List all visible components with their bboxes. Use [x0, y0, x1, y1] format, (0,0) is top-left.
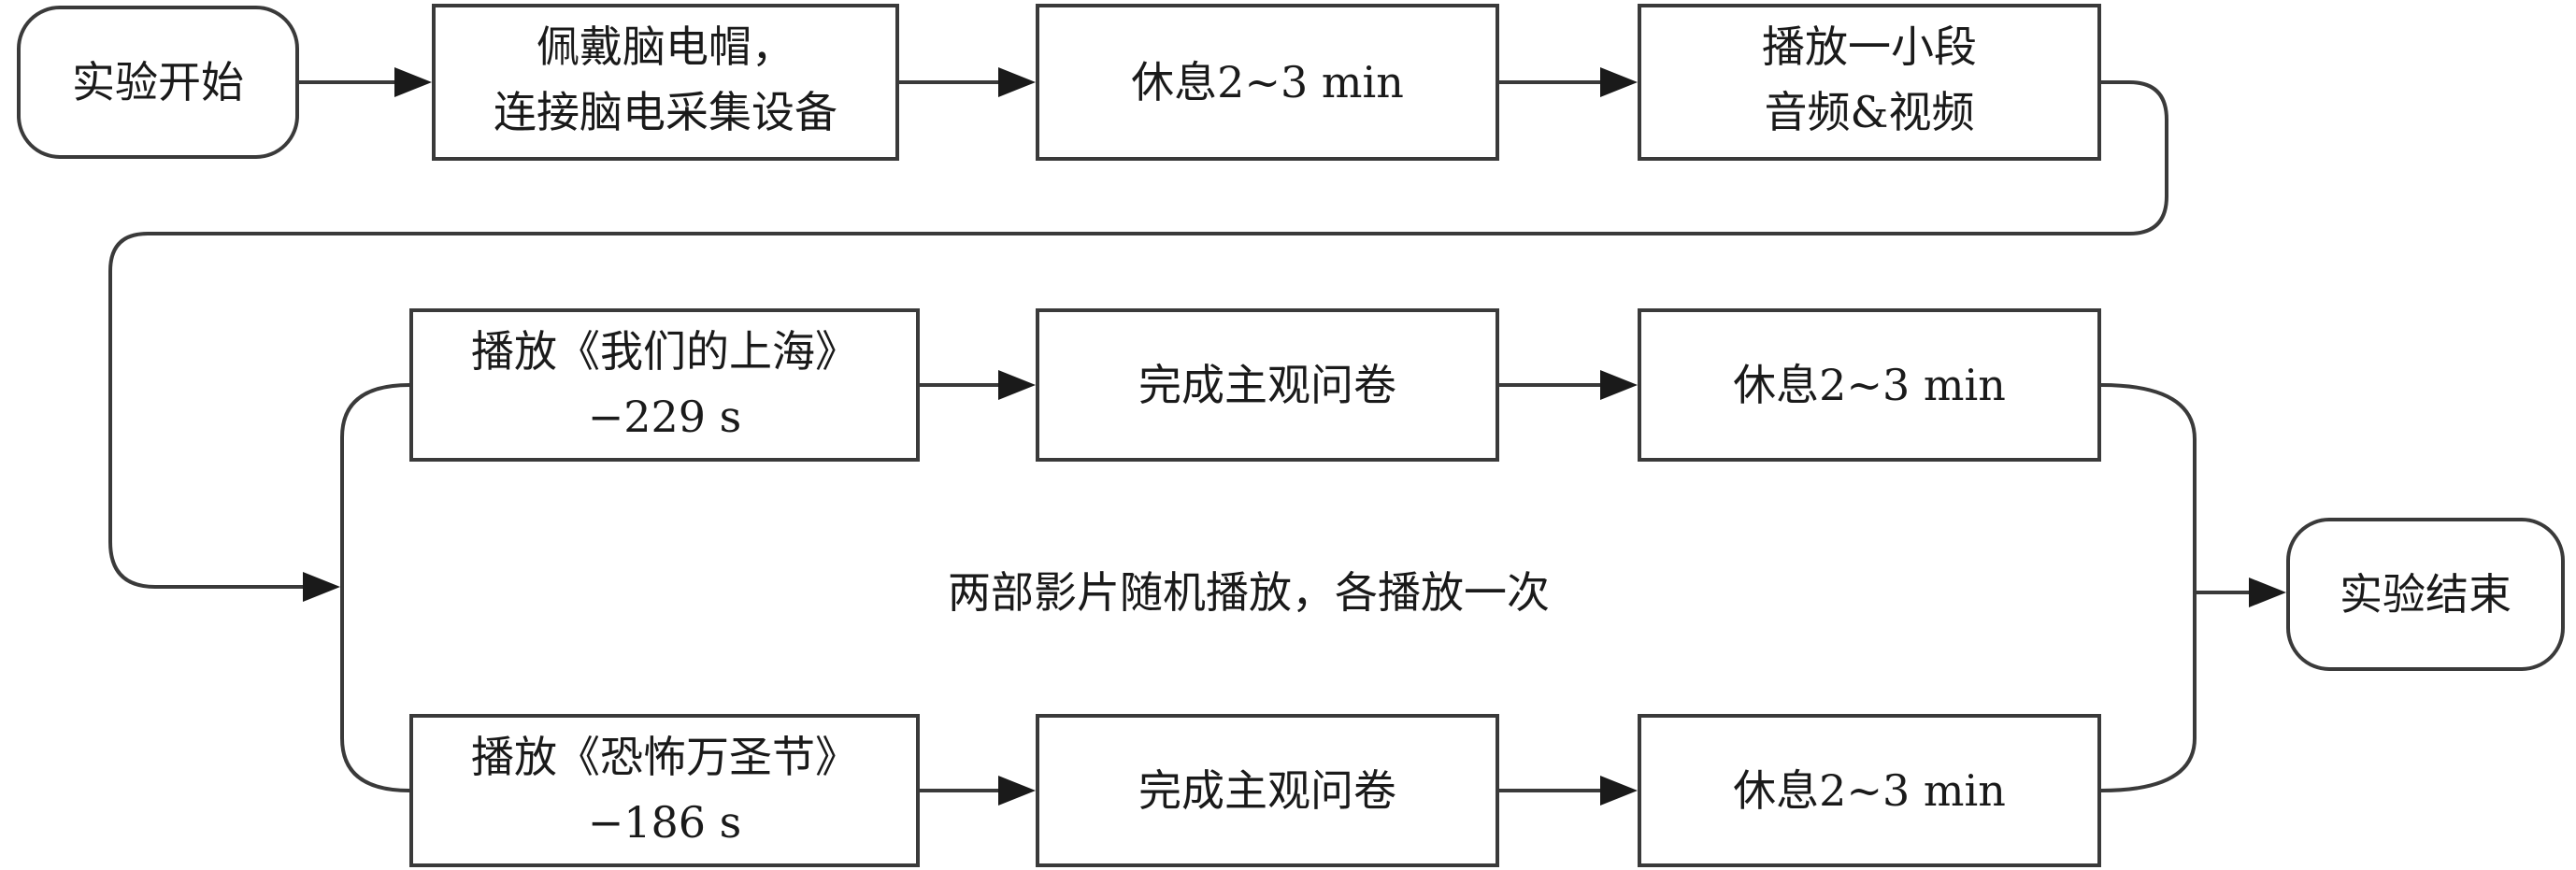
node-rest-1-label: 休息2~3 min	[1131, 57, 1404, 107]
arrowhead	[1600, 776, 1638, 806]
branch-annotation: 两部影片随机播放，各播放一次	[948, 567, 1550, 618]
node-play-clip: 播放一小段 音频&视频	[1638, 4, 2101, 161]
node-wear-cap-line-1: 佩戴脑电帽，	[537, 21, 794, 72]
edge-play-clip-to-branch	[108, 80, 2168, 589]
node-play-halloween-line-2: −186 s	[588, 797, 742, 848]
node-play-shanghai: 播放《我们的上海》 −229 s	[409, 308, 920, 462]
node-rest-3: 休息2~3 min	[1638, 714, 2101, 867]
node-wear-cap: 佩戴脑电帽， 连接脑电采集设备	[432, 4, 899, 161]
arrowhead	[303, 572, 340, 602]
nodes: 实验开始 佩戴脑电帽， 连接脑电采集设备 休息2~3 min 播放一小段 音频&…	[17, 4, 2565, 867]
node-rest-2: 休息2~3 min	[1638, 308, 2101, 462]
arrowhead	[998, 370, 1036, 400]
node-rest-3-label: 休息2~3 min	[1733, 765, 2006, 816]
arrowhead	[2249, 578, 2286, 607]
fork-brace	[340, 383, 410, 792]
node-questionnaire-2: 完成主观问卷	[1036, 714, 1499, 867]
node-start-label: 实验开始	[72, 57, 244, 107]
node-play-shanghai-line-2: −229 s	[588, 392, 742, 442]
arrowhead	[998, 776, 1036, 806]
node-questionnaire-1-label: 完成主观问卷	[1138, 360, 1396, 410]
node-play-shanghai-line-1: 播放《我们的上海》	[471, 326, 858, 377]
node-play-clip-line-1: 播放一小段	[1762, 21, 1977, 72]
node-play-clip-line-2: 音频&视频	[1765, 87, 1975, 137]
node-play-halloween-line-1: 播放《恐怖万圣节》	[471, 732, 858, 782]
node-wear-cap-line-2: 连接脑电采集设备	[494, 87, 837, 137]
join-brace	[2100, 383, 2197, 792]
node-rest-1: 休息2~3 min	[1036, 4, 1499, 161]
node-end-label: 实验结束	[2340, 569, 2512, 620]
node-start: 实验开始	[17, 6, 299, 159]
connectors	[108, 67, 2286, 806]
arrowhead	[1600, 370, 1638, 400]
arrowhead	[1600, 67, 1638, 97]
node-questionnaire-1: 完成主观问卷	[1036, 308, 1499, 462]
node-questionnaire-2-label: 完成主观问卷	[1138, 765, 1396, 816]
arrowhead	[394, 67, 432, 97]
node-rest-2-label: 休息2~3 min	[1733, 360, 2006, 410]
node-end: 实验结束	[2286, 518, 2565, 671]
arrowhead	[998, 67, 1036, 97]
node-play-halloween: 播放《恐怖万圣节》 −186 s	[409, 714, 920, 867]
